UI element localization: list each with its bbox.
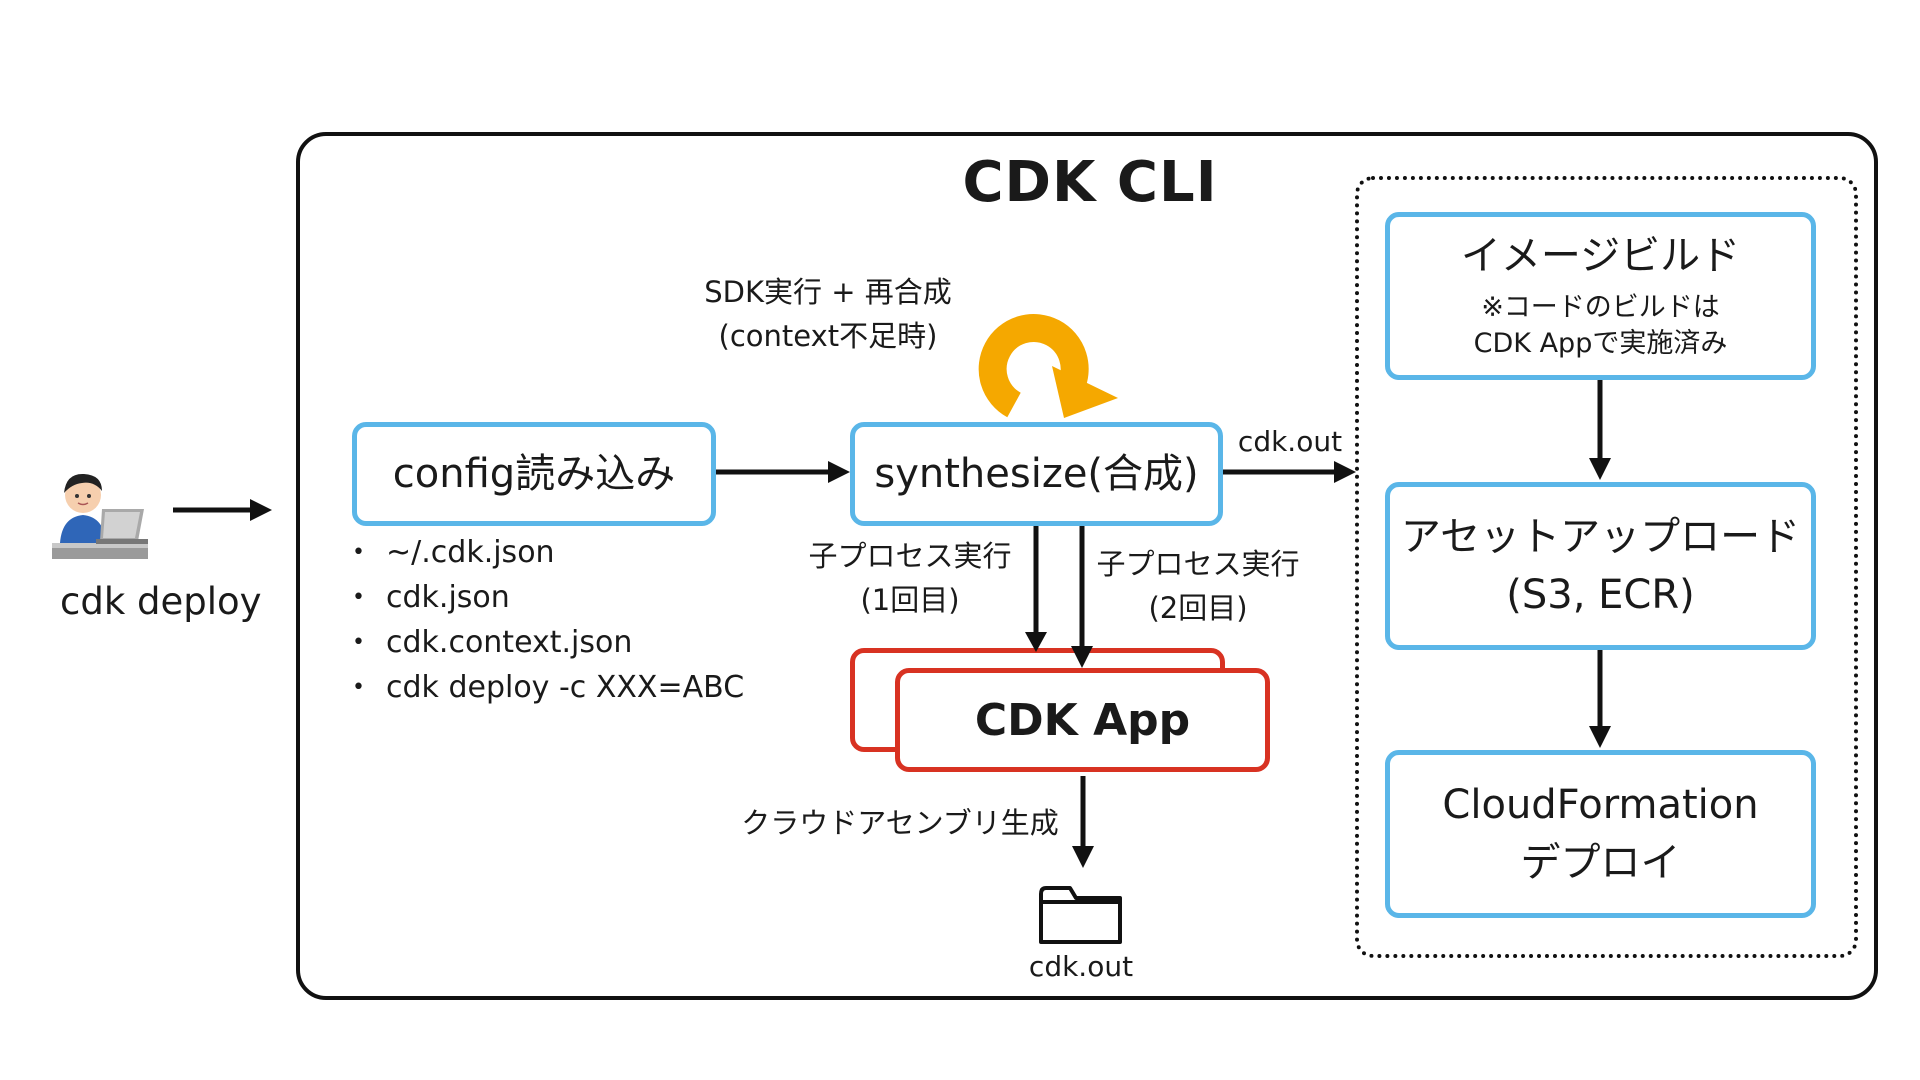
resynth-loop-icon: [978, 314, 1118, 418]
cfn-deploy-title-line1: CloudFormation: [1442, 782, 1759, 828]
deploy-stage-frame: [1355, 176, 1858, 958]
diagram-title: CDK CLI: [962, 150, 1218, 215]
resynth-label-line1: SDK実行 + 再合成: [704, 275, 952, 309]
assembly-label: クラウドアセンブリ生成: [741, 806, 1059, 840]
child-process-1-label: 子プロセス実行 (1回目): [808, 539, 1012, 617]
cdk-out-arrow-label: cdk.out: [1237, 425, 1343, 458]
cfn-deploy-box: CloudFormation デプロイ: [1385, 750, 1816, 918]
image-build-note: ※コードのビルドは CDK Appで実施済み: [1473, 291, 1728, 359]
cfn-deploy-title-line2: デプロイ: [1520, 840, 1681, 886]
image-build-title: イメージビルド: [1460, 232, 1741, 279]
config-load-label: config読み込み: [392, 451, 676, 497]
synthesize-label: synthesize(合成): [874, 451, 1199, 497]
resynth-label-line2: (context不足時): [718, 318, 938, 353]
list-item: cdk.context.json: [348, 620, 744, 665]
list-item: cdk deploy -c XXX=ABC: [348, 665, 744, 710]
list-item: ~/.cdk.json: [348, 530, 744, 575]
image-build-box: イメージビルド ※コードのビルドは CDK Appで実施済み: [1385, 212, 1816, 380]
user-label: cdk deploy: [60, 580, 262, 623]
config-source-list: ~/.cdk.json cdk.json cdk.context.json cd…: [348, 530, 744, 710]
cdk-app-label: CDK App: [974, 694, 1191, 746]
user-at-laptop-icon: [50, 465, 150, 560]
resynth-label: SDK実行 + 再合成 (context不足時): [668, 271, 988, 358]
folder-icon: [1038, 880, 1124, 946]
asset-upload-subtitle: (S3, ECR): [1506, 572, 1695, 618]
folder-label: cdk.out: [1028, 950, 1134, 983]
config-load-box: config読み込み: [352, 422, 716, 526]
list-item: cdk.json: [348, 575, 744, 620]
cdk-app-box: CDK App: [895, 668, 1270, 772]
cdk-cli-frame: [296, 132, 1878, 1000]
asset-upload-title: アセットアップロード: [1400, 514, 1801, 560]
synthesize-box: synthesize(合成): [850, 422, 1223, 526]
child-process-2-label: 子プロセス実行 (2回目): [1096, 547, 1300, 625]
asset-upload-box: アセットアップロード (S3, ECR): [1385, 482, 1816, 650]
